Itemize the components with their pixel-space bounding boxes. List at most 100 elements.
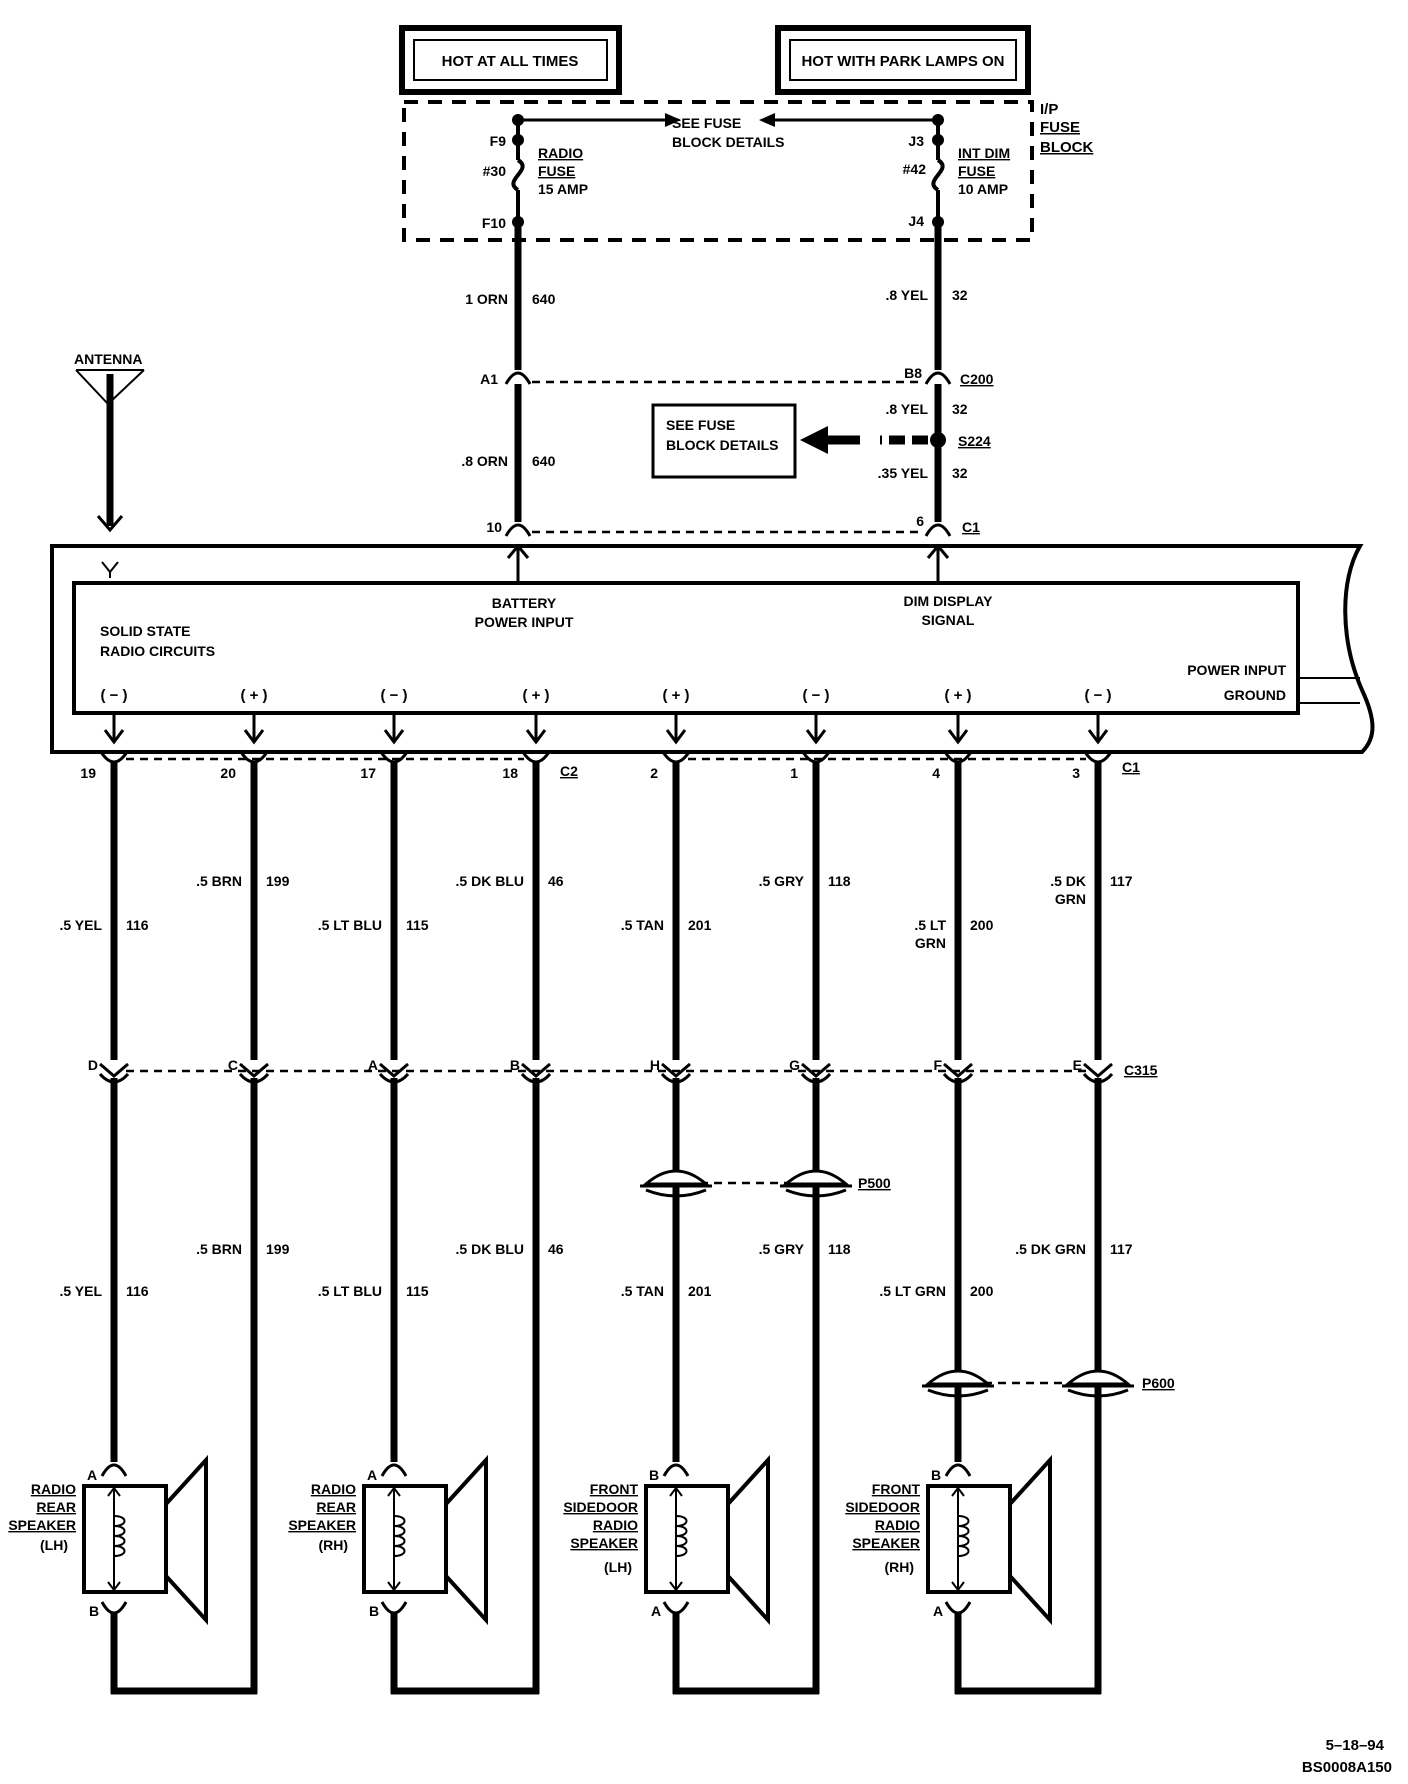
wire-color-lower: .5 GRY <box>759 1241 805 1257</box>
polarity-label: ( + ) <box>522 687 549 704</box>
dim-fuse-bottom-terminal: J4 <box>908 213 924 229</box>
speaker-bottom-pin: B <box>369 1603 379 1619</box>
wire-circuit-upper: 199 <box>266 873 290 889</box>
wire-circuit-lower: 200 <box>970 1283 994 1299</box>
s224-label: S224 <box>958 433 991 449</box>
c1-top-right-pin: 6 <box>916 513 924 529</box>
speaker-bottom-pin: A <box>651 1603 661 1619</box>
wire-circuit-640-bottom: 640 <box>532 453 556 469</box>
connector-pin: 3 <box>1072 765 1080 781</box>
wire-color-8-yel-top: .8 YEL <box>885 287 928 303</box>
wire-color-lower: .5 TAN <box>621 1283 664 1299</box>
speaker-label-0: FRONT <box>872 1481 921 1497</box>
connector-p500: P500 <box>858 1175 891 1191</box>
connector-pin: 19 <box>80 765 96 781</box>
ground-label: GROUND <box>1224 687 1286 703</box>
polarity-label: ( + ) <box>240 687 267 704</box>
speaker-label-2: REAR <box>36 1499 76 1515</box>
connector-c200: A1 B8 C200 <box>480 365 994 387</box>
radio-fuse-name-2: FUSE <box>538 163 575 179</box>
radio-fuse-name-1: RADIO <box>538 145 583 161</box>
dim-fuse-name-2: FUSE <box>958 163 995 179</box>
radio-fuse-top-terminal: F9 <box>490 133 507 149</box>
c315-pin: B <box>510 1057 520 1073</box>
speaker-label-3: SPEAKER <box>8 1517 76 1533</box>
wire-color-lower: .5 LT BLU <box>318 1283 382 1299</box>
speaker-wire-19: ( − ) 19D .5 YEL 116 .5 YEL 116 <box>59 687 149 1462</box>
wire-color-upper: .5 LT <box>914 917 946 933</box>
p600-dk-grn <box>1062 1369 1134 1398</box>
c200-left-pin: A1 <box>480 371 498 387</box>
radio-module: SOLID STATE RADIO CIRCUITS BATTERY POWER… <box>50 543 1375 754</box>
speaker-label-3: SPEAKER <box>570 1535 638 1551</box>
wire-circuit-lower: 201 <box>688 1283 712 1299</box>
wire-color-upper: .5 TAN <box>621 917 664 933</box>
radio-fuse-number: #30 <box>483 163 507 179</box>
wire-circuit-32-bottom: 32 <box>952 465 968 481</box>
fuse-block: I/P FUSE BLOCK SEE FUSE BLOCK DETAILS F9… <box>402 100 1093 242</box>
connector-p600: P600 <box>1142 1375 1175 1391</box>
c315-label: C315 <box>1124 1062 1158 1078</box>
wire-color-lower: .5 BRN <box>196 1241 242 1257</box>
connector-pin: 17 <box>360 765 376 781</box>
speaker-label-1: RADIO <box>31 1481 76 1497</box>
see-fuse-splice-box: SEE FUSE BLOCK DETAILS <box>651 403 797 479</box>
hot-at-all-times-label: HOT AT ALL TIMES <box>442 53 579 70</box>
wire-color-lower: .5 YEL <box>59 1283 102 1299</box>
p600-lt-grn <box>922 1369 994 1398</box>
wire-circuit-lower: 46 <box>548 1241 564 1257</box>
c315-pin: E <box>1073 1057 1082 1073</box>
speaker-label-1b: DOOR <box>596 1499 638 1515</box>
wire-color-upper: .5 LT BLU <box>318 917 382 933</box>
wire-color-1-orn: 1 ORN <box>465 291 508 307</box>
connector-pin: 1 <box>790 765 798 781</box>
speaker-top-pin: A <box>87 1467 97 1483</box>
wire-circuit-upper: 46 <box>548 873 564 889</box>
c315-pin: F <box>933 1057 942 1073</box>
c200-label: C200 <box>960 371 994 387</box>
footer-code: BS0008A150 <box>1302 1759 1392 1776</box>
wire-circuit-lower: 116 <box>126 1283 149 1299</box>
c315-pin: H <box>650 1057 660 1073</box>
speaker-label-1: RADIO <box>311 1481 356 1497</box>
p500-tan <box>640 1169 712 1198</box>
wire-circuit-upper: 116 <box>126 917 149 933</box>
c1-top-label: C1 <box>962 519 980 535</box>
dim-fuse-top-terminal: J3 <box>908 133 924 149</box>
speaker-label-4: (RH) <box>884 1559 914 1575</box>
speaker-top-pin: A <box>367 1467 377 1483</box>
wire-color-upper: .5 YEL <box>59 917 102 933</box>
wire-circuit-upper: 118 <box>828 873 851 889</box>
dim-signal-2: SIGNAL <box>922 612 975 628</box>
dim-signal-1: DIM DISPLAY <box>904 593 994 609</box>
polarity-label: ( − ) <box>380 687 407 704</box>
dim-fuse-number: #42 <box>903 161 927 177</box>
hot-park-lamps-box: HOT WITH PARK LAMPS ON <box>775 25 1031 95</box>
connector-pin: 4 <box>932 765 940 781</box>
dim-fuse-name-1: INT DIM <box>958 145 1010 161</box>
wire-circuit-lower: 199 <box>266 1241 290 1257</box>
antenna-label: ANTENNA <box>74 351 142 367</box>
power-input-label: POWER INPUT <box>1187 662 1286 678</box>
polarity-label: ( − ) <box>100 687 127 704</box>
c2-label: C2 <box>560 763 578 779</box>
fuse-block-label-2: FUSE <box>1040 119 1080 136</box>
c315-pin: A <box>368 1057 378 1073</box>
see-fuse-top-2: BLOCK DETAILS <box>672 134 785 150</box>
c315-pin: D <box>88 1057 98 1073</box>
wire-color-35-yel: .35 YEL <box>878 465 929 481</box>
wire-color-8-yel-mid: .8 YEL <box>885 401 928 417</box>
connector-c2: C2 <box>560 763 578 779</box>
speaker-label-3: SPEAKER <box>852 1535 920 1551</box>
speaker-label-1b: DOOR <box>878 1499 920 1515</box>
see-fuse-top-1: SEE FUSE <box>672 115 741 131</box>
c315-pin: G <box>789 1057 800 1073</box>
polarity-label: ( − ) <box>802 687 829 704</box>
